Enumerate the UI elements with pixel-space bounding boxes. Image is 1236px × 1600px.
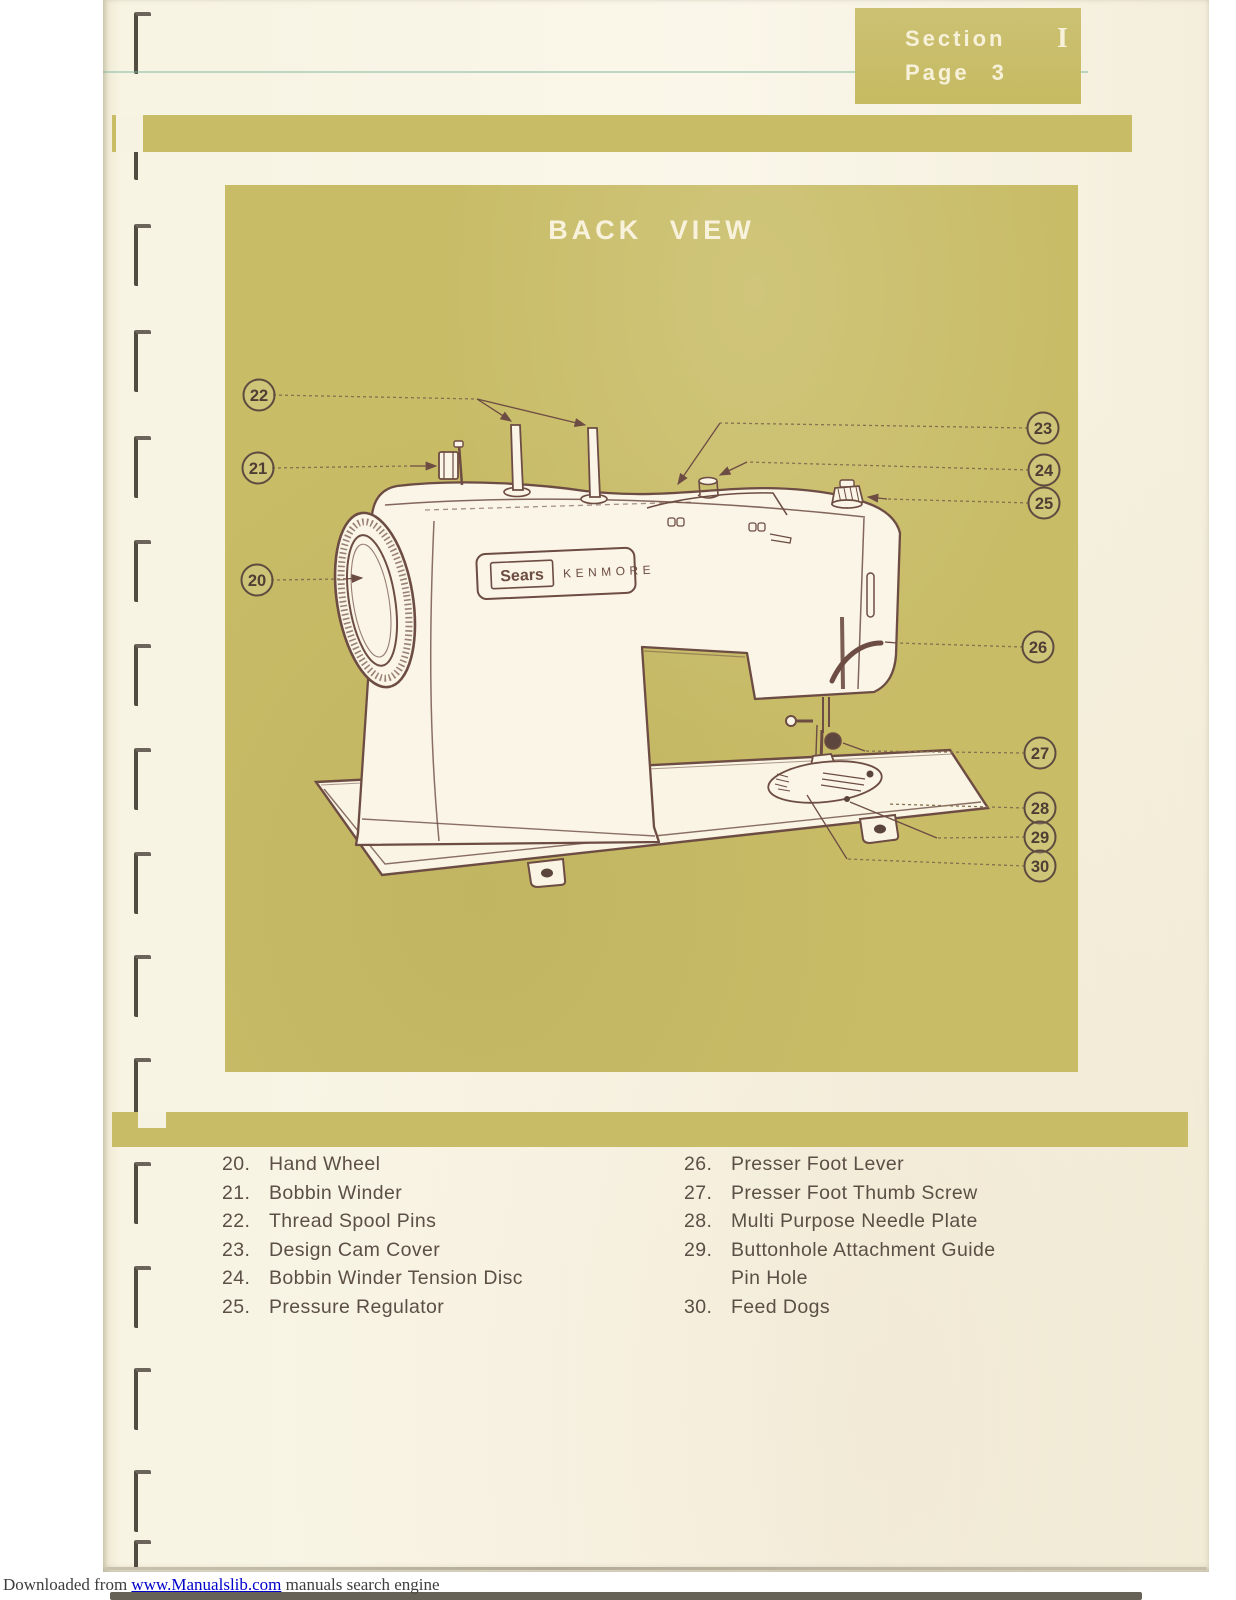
binding-hole-notch [138, 1112, 166, 1128]
svg-text:26: 26 [1029, 639, 1047, 657]
leader-lines [270, 394, 1030, 867]
back-view-diagram-panel: BACK VIEW [225, 185, 1078, 1072]
binding-hole-notch [116, 115, 143, 152]
legend-item: 28.Multi Purpose Needle Plate [684, 1210, 978, 1233]
binding-mark [134, 748, 151, 810]
scan-crease-line [103, 71, 1088, 73]
legend-item: 30.Feed Dogs [684, 1295, 830, 1318]
legend-item: 26.Presser Foot Lever [684, 1153, 905, 1175]
callout-22: 22 [242, 378, 276, 412]
callout-28: 28 [1023, 791, 1057, 825]
svg-text:24: 24 [1035, 462, 1054, 480]
paper-bottom-edge [105, 1567, 1207, 1570]
binding-mark [134, 224, 151, 286]
binding-mark [134, 1162, 151, 1224]
pressure-regulator [830, 479, 865, 509]
binding-mark [134, 1058, 151, 1120]
binding-mark [134, 1470, 151, 1532]
svg-text:25: 25 [1035, 495, 1053, 513]
svg-text:20: 20 [248, 572, 266, 590]
svg-text:29: 29 [1031, 829, 1049, 847]
brand-badge: Sears KENMORE [475, 546, 656, 600]
feed-dogs [774, 773, 791, 792]
sewing-machine-back-view-illustration: Sears KENMORE [240, 378, 1061, 889]
callout-20: 20 [240, 563, 274, 597]
needle-plate [767, 760, 883, 804]
design-cam-cover [646, 492, 792, 544]
legend-item: 20.Hand Wheel [222, 1153, 381, 1175]
bobbin-winder-tension-disc [697, 476, 720, 499]
thread-spool-pins [503, 424, 608, 505]
binding-mark [134, 1540, 151, 1570]
svg-text:27: 27 [1031, 745, 1049, 763]
bobbin-winder [438, 440, 464, 486]
legend-left-column: 20.Hand Wheel 21.Bobbin Winder 22.Thread… [222, 1150, 523, 1322]
binding-mark [134, 644, 151, 706]
binding-mark [134, 955, 151, 1017]
top-divider-bar [112, 115, 1132, 152]
brand-secondary-label: KENMORE [563, 563, 656, 581]
presser-foot-lever [829, 640, 884, 684]
svg-text:23: 23 [1034, 420, 1052, 438]
binding-mark [134, 12, 151, 74]
binding-mark [134, 540, 151, 602]
legend-item: 25.Pressure Regulator [222, 1295, 445, 1318]
diagram-title: BACK VIEW [548, 215, 755, 245]
callouts: 20 21 22 23 24 25 26 27 28 29 30 [240, 378, 1061, 883]
callout-24: 24 [1027, 453, 1061, 487]
binding-mark [134, 852, 151, 914]
section-numeral: I [1057, 23, 1068, 54]
brand-primary-label: Sears [500, 566, 544, 585]
svg-text:30: 30 [1031, 858, 1049, 876]
presser-foot-thumb-screw [824, 732, 842, 750]
needle-clamp-screw [785, 715, 797, 727]
callout-26: 26 [1021, 630, 1055, 664]
callout-27: 27 [1023, 736, 1057, 770]
next-page-shadow [110, 1592, 1142, 1600]
hand-wheel [333, 511, 417, 689]
legend-item: 29.Buttonhole Attachment Guide [684, 1238, 996, 1261]
legend-item-continuation: Pin Hole [731, 1267, 808, 1290]
legend-item: 22.Thread Spool Pins [222, 1210, 437, 1233]
binding-mark [134, 1368, 151, 1430]
footer-prefix: Downloaded from [3, 1575, 132, 1594]
callout-21: 21 [241, 451, 275, 485]
legend-item: 24.Bobbin Winder Tension Disc [222, 1267, 523, 1290]
binding-mark [134, 436, 151, 498]
manualslib-footer: Downloaded from www.Manualslib.com manua… [3, 1575, 440, 1595]
needle-plate-details [774, 770, 874, 802]
footer-suffix: manuals search engine [281, 1575, 440, 1594]
callout-29: 29 [1023, 820, 1057, 854]
svg-text:22: 22 [250, 387, 268, 405]
manualslib-link[interactable]: www.Manualslib.com [131, 1575, 282, 1594]
legend-right-column: 26.Presser Foot Lever 27.Presser Foot Th… [684, 1150, 995, 1322]
page-number: 3 [991, 60, 1007, 85]
binding-mark [134, 1266, 151, 1328]
callout-25: 25 [1027, 486, 1061, 520]
legend-item: 21.Bobbin Winder [222, 1181, 403, 1204]
callout-30: 30 [1023, 849, 1057, 883]
legend-item: 27.Presser Foot Thumb Screw [684, 1181, 978, 1204]
svg-text:28: 28 [1031, 800, 1049, 818]
callout-23: 23 [1026, 411, 1060, 445]
binding-mark [134, 330, 151, 392]
legend-item: 23.Design Cam Cover [222, 1238, 441, 1261]
svg-text:21: 21 [249, 460, 267, 478]
buttonhole-guide-pin-hole [844, 796, 850, 802]
section-label: Section I [905, 23, 1068, 54]
bottom-divider-bar [112, 1112, 1188, 1147]
